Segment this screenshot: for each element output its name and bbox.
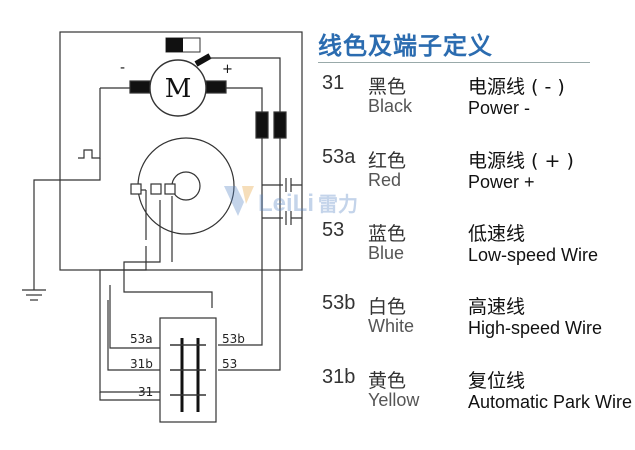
legend-row-31: 31 黑色 Black 电源线 ( - ) Power -	[318, 72, 635, 132]
park-switch	[78, 88, 101, 159]
wire-function-en: High-speed Wire	[468, 318, 603, 338]
wire-color-en: Red	[368, 170, 402, 190]
brush-right	[205, 80, 227, 94]
watermark-cn: 雷力	[318, 192, 359, 216]
wire-function-en: Power -	[468, 98, 531, 118]
wire-color-cn: 白色	[368, 296, 407, 318]
wire-function-cn: 复位线	[468, 370, 526, 392]
wire-function-cn: 低速线	[468, 223, 526, 245]
ground-wire	[33, 179, 60, 290]
motor-symbol	[149, 59, 207, 117]
inductor-right	[273, 111, 287, 139]
legend-row-53a: 53a 红色 Red 电源线 ( + ) Power +	[318, 146, 635, 206]
motor-label: M	[165, 74, 192, 104]
capacitor-lower	[262, 211, 302, 225]
connector-block	[159, 317, 217, 423]
legend-title: 线色及端子定义	[318, 32, 493, 60]
wire-color-cn: 黑色	[368, 76, 407, 98]
inductor-left	[255, 111, 269, 139]
pin-label-31b: 31b	[130, 357, 153, 371]
brush-left	[129, 80, 151, 94]
terminal-number: 31b	[322, 366, 356, 388]
legend-row-31b: 31b 黄色 Yellow 复位线 Automatic Park Wire	[318, 366, 635, 446]
wire-color-cn: 红色	[368, 150, 407, 172]
wire-color-cn: 黄色	[368, 370, 407, 392]
wire-function-cn: 高速线	[468, 296, 526, 318]
terminal-number: 31	[322, 72, 345, 94]
legend-row-53b: 53b 白色 White 高速线 High-speed Wire	[318, 292, 635, 352]
pin-label-53b: 53b	[222, 332, 245, 346]
pin-label-53a: 53a	[130, 332, 153, 346]
pin-label-31: 31	[138, 385, 153, 399]
legend-divider	[318, 62, 590, 63]
wire-color-en: Yellow	[368, 390, 420, 410]
wire-color-en: Black	[368, 96, 413, 116]
cam-hub	[171, 171, 201, 201]
legend-row-53: 53 蓝色 Blue 低速线 Low-speed Wire	[318, 219, 635, 279]
minus-label: -	[120, 60, 125, 76]
terminal-number: 53a	[322, 146, 356, 168]
pin-label-53: 53	[222, 357, 237, 371]
wire-function-cn: 电源线 ( + )	[468, 150, 574, 172]
wire-function-en: Low-speed Wire	[468, 245, 599, 265]
plus-label: +	[222, 62, 233, 77]
capacitor-upper	[262, 178, 302, 192]
motor-housing-outline	[59, 31, 303, 271]
wire-function-en: Automatic Park Wire	[468, 392, 633, 412]
wire-color-cn: 蓝色	[368, 223, 407, 245]
wire-color-en: Blue	[368, 243, 405, 263]
watermark-latin: LeiLi	[258, 190, 315, 217]
terminal-number: 53	[322, 219, 345, 241]
wire-function-en: Power +	[468, 172, 535, 192]
wire-color-en: White	[368, 316, 415, 336]
terminal-number: 53b	[322, 292, 356, 314]
watermark-logo-icon	[224, 186, 254, 216]
wire-function-cn: 电源线 ( - )	[468, 76, 565, 98]
